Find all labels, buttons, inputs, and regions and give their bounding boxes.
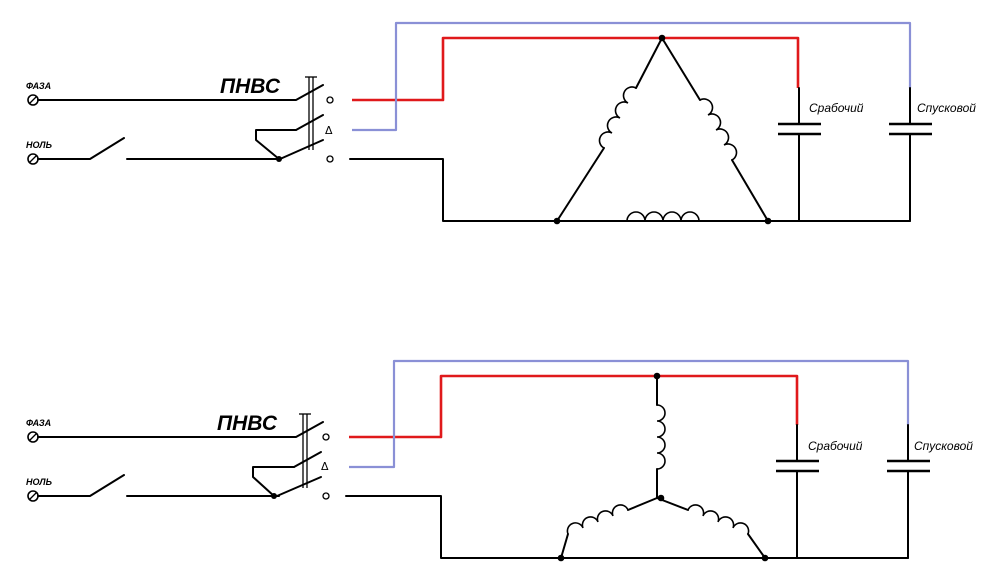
delta-contact-label: Δ — [325, 124, 333, 137]
neutral-return-wire — [345, 495, 909, 559]
run-capacitor-label: Сpабочий — [809, 101, 864, 115]
start-wire — [352, 21, 912, 132]
phase-wire — [37, 84, 324, 101]
pnvs-switch — [255, 76, 334, 163]
phase-label: ФАЗА — [26, 81, 51, 91]
neutral-terminal — [27, 490, 39, 502]
phase-terminal — [27, 94, 39, 106]
neutral-label: НОЛЬ — [26, 477, 53, 487]
run-phase-wire — [349, 374, 799, 439]
start-capacitor-label: Спусковой — [917, 101, 976, 115]
phase-wire — [37, 421, 324, 438]
delta-contact-label: Δ — [321, 460, 329, 473]
pnvs-switch — [252, 413, 330, 500]
switch-label: ПНВС — [217, 412, 278, 435]
star-wiring-diagram: ФАЗА НОЛЬ ПНВС Δ Сpабочий — [26, 359, 973, 562]
star-motor-windings — [557, 372, 769, 562]
run-phase-wire — [352, 36, 800, 102]
start-wire — [349, 359, 910, 469]
start-capacitor-label: Спусковой — [914, 439, 973, 453]
neutral-label: НОЛЬ — [26, 140, 53, 150]
delta-wiring-diagram: ФАЗА НОЛЬ ПНВС Δ — [26, 21, 976, 225]
run-capacitor-label: Сpабочий — [808, 439, 863, 453]
neutral-wire — [37, 137, 280, 160]
switch-label: ПНВС — [220, 75, 281, 98]
neutral-terminal — [27, 153, 39, 165]
neutral-wire — [37, 474, 280, 497]
neutral-return-wire — [349, 158, 911, 222]
phase-label: ФАЗА — [26, 418, 51, 428]
delta-motor-windings — [553, 34, 772, 225]
phase-terminal — [27, 431, 39, 443]
